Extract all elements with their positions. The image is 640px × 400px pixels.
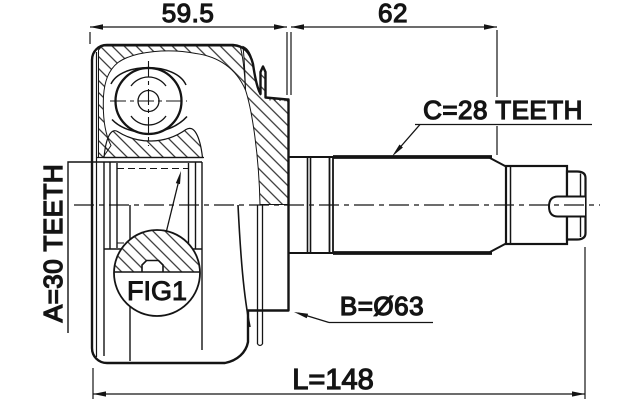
ball-bearing bbox=[110, 61, 187, 146]
fig1-leader-line bbox=[165, 179, 180, 234]
inner-race-hatch bbox=[103, 127, 204, 159]
tip-slot bbox=[547, 195, 585, 218]
arrow-right bbox=[484, 24, 497, 30]
fig1-tooth-profile bbox=[141, 259, 164, 272]
leader-arrowhead bbox=[392, 144, 403, 157]
ball-arc-top bbox=[130, 76, 167, 87]
label-body-diameter: B=Ø63 bbox=[294, 290, 433, 324]
arrow-right bbox=[274, 24, 287, 30]
spline-chamfer-top bbox=[489, 157, 507, 168]
dim-text-housing-width: 59.5 bbox=[162, 0, 215, 28]
dimension-overall-length: L=148 bbox=[92, 247, 586, 399]
spline-chamfer-bottom bbox=[489, 242, 507, 253]
fig1-hatch-half bbox=[114, 229, 200, 272]
housing-outline bbox=[90, 43, 290, 365]
boot-groove-bottom bbox=[257, 343, 263, 347]
arrow-right bbox=[572, 391, 585, 397]
fig1-label: FIG1 bbox=[127, 276, 187, 306]
arrow-left bbox=[90, 24, 103, 30]
fig1-leader-arrowhead bbox=[175, 171, 181, 185]
label-leader-polyline bbox=[67, 161, 104, 333]
dimension-shaft-length: 62 bbox=[290, 0, 498, 155]
dim-text-overall-length: L=148 bbox=[292, 364, 373, 396]
label-text-outer-spline: C=28 TEETH bbox=[423, 95, 583, 125]
label-outer-spline: C=28 TEETH bbox=[392, 94, 592, 157]
spline-shaft bbox=[333, 155, 507, 255]
bell-silhouette-curve bbox=[237, 204, 251, 328]
housing-section bbox=[90, 43, 290, 365]
leader-arrowhead bbox=[294, 312, 309, 319]
dimension-housing-width: 59.5 bbox=[89, 0, 288, 95]
label-inner-spline: A=30 TEETH bbox=[37, 161, 104, 333]
label-text-inner-spline: A=30 TEETH bbox=[38, 164, 68, 322]
fig1-detail: FIG1 bbox=[113, 171, 201, 317]
arrow-left bbox=[291, 24, 304, 30]
label-text-body-diameter: B=Ø63 bbox=[340, 291, 424, 321]
arrow-left bbox=[93, 391, 106, 397]
dim-text-shaft-length: 62 bbox=[378, 0, 408, 28]
